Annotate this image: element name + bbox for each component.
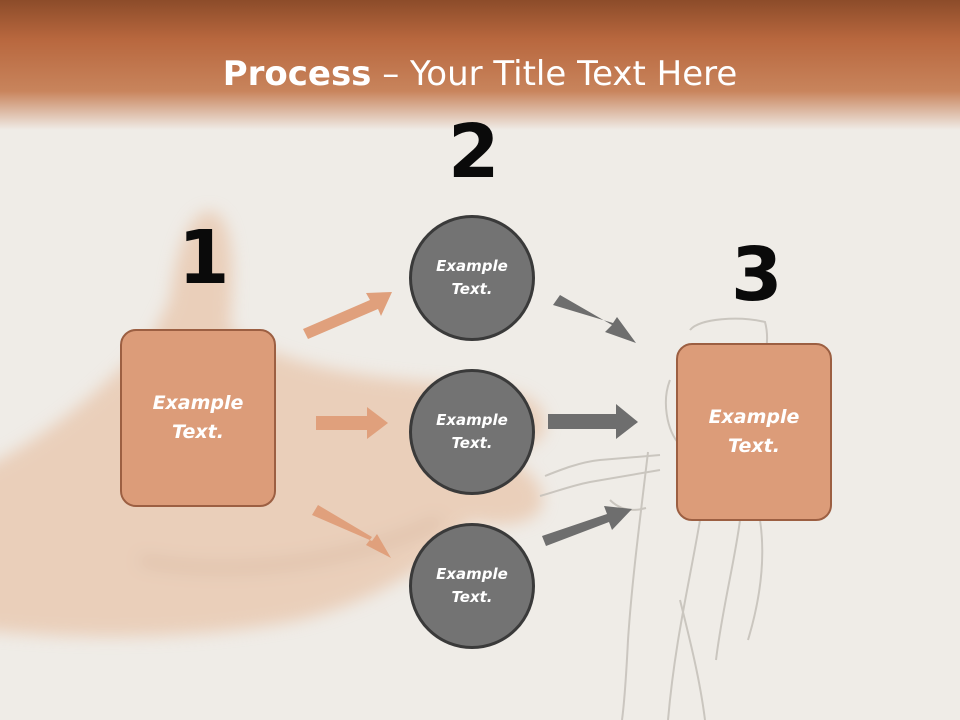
gray-arrow-up-right <box>542 506 632 546</box>
orange-arrow-up <box>303 292 392 339</box>
step-number-3: 3 <box>731 232 783 318</box>
step-box-3: Example Text. <box>676 343 832 521</box>
gray-arrow-right <box>548 404 638 439</box>
circle-middle: Example Text. <box>409 369 535 495</box>
orange-arrow-right <box>316 407 388 439</box>
title-bold: Process <box>222 54 372 94</box>
circle-bottom-text: Example Text. <box>436 565 508 606</box>
step-box-1-text: Example Text. <box>152 392 244 443</box>
step-box-1: Example Text. <box>120 329 276 507</box>
step-box-3-text: Example Text. <box>708 406 800 457</box>
circle-top: Example Text. <box>409 215 535 341</box>
title-banner <box>0 0 960 130</box>
gray-arrow-down-right <box>553 295 636 343</box>
page-title: Process – Your Title Text Here <box>0 52 960 96</box>
circle-middle-text: Example Text. <box>436 411 508 452</box>
step-number-1: 1 <box>178 215 230 301</box>
title-rest: – Your Title Text Here <box>371 54 738 94</box>
circle-bottom: Example Text. <box>409 523 535 649</box>
circle-top-text: Example Text. <box>436 257 508 298</box>
orange-arrow-down <box>312 505 391 558</box>
step-number-2: 2 <box>448 109 500 195</box>
